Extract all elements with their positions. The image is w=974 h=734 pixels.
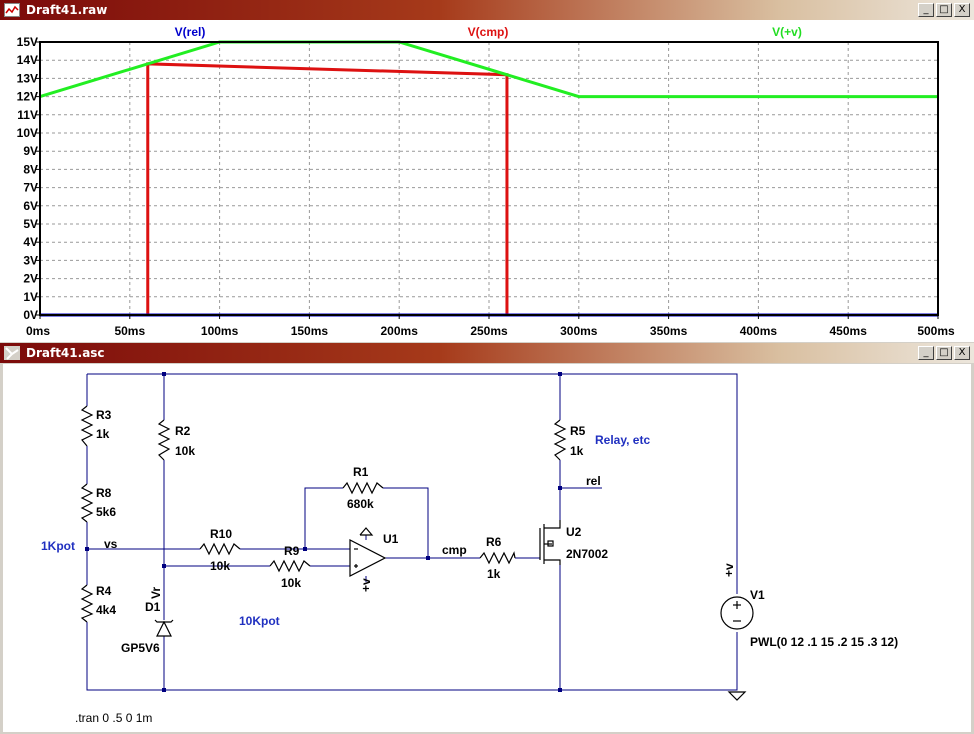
v1-name: V1	[750, 588, 765, 602]
r2-name: R2	[175, 424, 191, 438]
resistor-r8	[80, 483, 94, 523]
x-tick-label: 200ms	[381, 324, 419, 338]
r3-name: R3	[96, 408, 112, 422]
cmp-net-label: cmp	[442, 543, 467, 557]
legend-vplusv[interactable]: V(+v)	[772, 25, 802, 39]
d1-name: D1	[145, 600, 161, 614]
y-tick-label: 8V	[23, 162, 38, 176]
y-tick-label: 4V	[23, 235, 38, 249]
r6-value: 1k	[487, 567, 501, 581]
x-tick-label: 500ms	[917, 324, 955, 338]
d1-value: GP5V6	[121, 641, 160, 655]
resistor-r6	[479, 551, 516, 565]
resistor-r2	[157, 419, 171, 461]
u2-name: U2	[566, 525, 582, 539]
r10-name: R10	[210, 527, 232, 541]
zener-d1	[154, 619, 174, 637]
r5-value: 1k	[570, 444, 584, 458]
y-tick-label: 11V	[17, 108, 38, 122]
waveform-titlebar[interactable]: Draft41.raw _ □ X	[0, 0, 974, 20]
resistors	[80, 405, 567, 623]
y-tick-label: 13V	[17, 71, 38, 85]
x-tick-label: 150ms	[291, 324, 329, 338]
rel-net-label: rel	[586, 474, 601, 488]
y-tick-label: 14V	[17, 53, 38, 67]
mosfet-u2	[539, 520, 561, 565]
y-tick-label: 1V	[23, 290, 38, 304]
close-button[interactable]: X	[954, 346, 970, 360]
opamp-supply-label: +v	[359, 578, 373, 592]
schematic-titlebar[interactable]: Draft41.asc _ □ X	[0, 343, 974, 363]
schematic-title: Draft41.asc	[26, 346, 105, 360]
x-tick-label: 0ms	[26, 324, 50, 338]
x-tick-label: 400ms	[740, 324, 778, 338]
r4-name: R4	[96, 584, 112, 598]
vr-net-label: Vr	[149, 587, 163, 599]
y-tick-label: 5V	[23, 217, 38, 231]
y-tick-label: 10V	[17, 126, 38, 140]
x-tick-label: 300ms	[560, 324, 598, 338]
waveform-window-icon[interactable]	[4, 3, 20, 17]
waveform-plot[interactable]: 0V 1V 2V 3V 4V 5V 6V 7V 8V 9V 10V 11V 12V 13V 14V 15V 0…	[0, 20, 974, 342]
comment-1kpot: 1Kpot	[41, 539, 75, 553]
junctions	[85, 372, 562, 692]
r3-value: 1k	[96, 427, 110, 441]
y-tick-label: 6V	[23, 199, 38, 213]
r6-name: R6	[486, 535, 502, 549]
resistor-r1	[342, 481, 384, 495]
waveform-title: Draft41.raw	[26, 3, 108, 17]
resistor-r3	[80, 405, 94, 447]
legend-vcmp[interactable]: V(cmp)	[468, 25, 509, 39]
x-tick-label: 250ms	[470, 324, 508, 338]
r8-name: R8	[96, 486, 112, 500]
r9-name: R9	[284, 544, 300, 558]
y-axis-ticks: 0V 1V 2V 3V 4V 5V 6V 7V 8V 9V 10V 11V 12V 13V 14V 15V	[17, 35, 40, 322]
maximize-button[interactable]: □	[936, 3, 952, 17]
x-tick-label: 100ms	[201, 324, 239, 338]
y-tick-label: 3V	[23, 253, 38, 267]
ground-symbol	[727, 691, 747, 701]
y-tick-label: 15V	[17, 35, 38, 49]
r8-value: 5k6	[96, 505, 116, 519]
vs-net-label: vs	[104, 537, 118, 551]
r1-name: R1	[353, 465, 369, 479]
u1-name: U1	[383, 532, 399, 546]
minimize-button[interactable]: _	[918, 3, 934, 17]
comment-relay: Relay, etc	[595, 433, 650, 447]
v1-value: PWL(0 12 .1 15 .2 15 .3 12)	[750, 635, 898, 649]
resistor-r9	[269, 559, 311, 573]
close-button[interactable]: X	[954, 3, 970, 17]
resistor-r4	[80, 584, 94, 623]
x-tick-label: 50ms	[114, 324, 145, 338]
schematic-window: Draft41.asc _ □ X	[0, 343, 974, 734]
y-tick-label: 0V	[23, 308, 38, 322]
resistor-r5	[553, 419, 567, 461]
x-tick-label: 350ms	[650, 324, 688, 338]
y-tick-label: 7V	[23, 181, 38, 195]
x-axis-ticks: 0ms 50ms 100ms 150ms 200ms 250ms 300ms 350ms 400…	[26, 315, 955, 338]
r5-name: R5	[570, 424, 586, 438]
schematic-canvas[interactable]: R3 1k R8 5k6 R4 4k4 vs R2 10k R10 10k R9…	[3, 364, 971, 732]
opamp-u1	[349, 527, 387, 577]
comment-10kpot: 10Kpot	[239, 614, 280, 628]
y-tick-label: 2V	[23, 272, 38, 286]
source-plusv-label: +v	[722, 563, 736, 577]
waveform-window: Draft41.raw _ □ X 0V 1V 2V 3V 4V 5V 6V 7V 8V 9V 10…	[0, 0, 974, 342]
r9-value: 10k	[281, 576, 301, 590]
y-tick-label: 9V	[23, 144, 38, 158]
u2-value: 2N7002	[566, 547, 608, 561]
schematic-window-icon[interactable]	[4, 346, 20, 360]
resistor-r10	[199, 542, 241, 556]
maximize-button[interactable]: □	[936, 346, 952, 360]
voltage-source-v1	[720, 596, 754, 630]
r10-value: 10k	[210, 559, 230, 573]
legend-vrel[interactable]: V(rel)	[175, 25, 206, 39]
x-tick-label: 450ms	[830, 324, 868, 338]
tran-directive[interactable]: .tran 0 .5 0 1m	[75, 711, 152, 725]
minimize-button[interactable]: _	[918, 346, 934, 360]
r2-value: 10k	[175, 444, 195, 458]
r1-value: 680k	[347, 497, 374, 511]
r4-value: 4k4	[96, 603, 116, 617]
y-tick-label: 12V	[17, 90, 38, 104]
